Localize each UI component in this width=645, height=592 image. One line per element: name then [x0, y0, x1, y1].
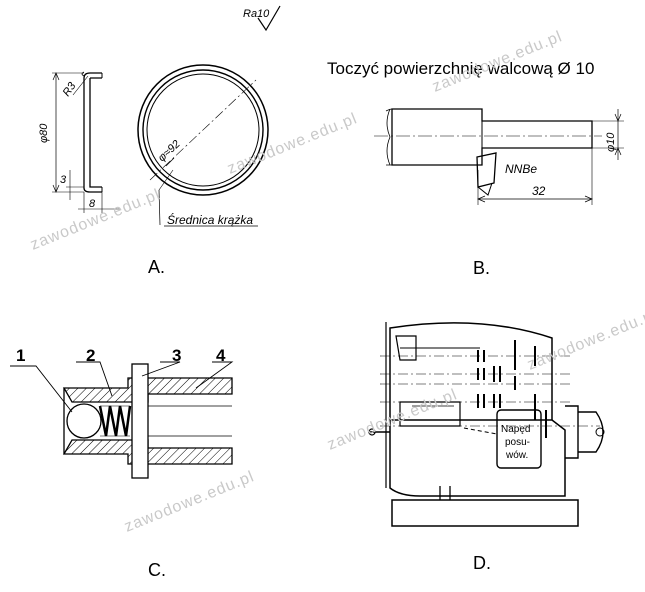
- feed-box-line-1: Napęd: [501, 424, 530, 435]
- cup-section: [52, 71, 120, 213]
- panel-c-drawing: 1 2 3 4: [10, 346, 234, 479]
- part-label-1: 1: [16, 346, 25, 365]
- caption-a: A.: [148, 257, 166, 277]
- disc-diameter-label: φ≈92: [156, 138, 183, 164]
- part-label-2: 2: [86, 346, 95, 365]
- dim-8-label: 8: [89, 198, 96, 210]
- disc-view: [137, 64, 269, 226]
- part-label-3: 3: [172, 346, 181, 365]
- instruction-text: Toczyć powierzchnię walcową Ø 10: [327, 59, 595, 78]
- tool-label: NNBe: [505, 162, 537, 176]
- caption-c: C.: [148, 560, 166, 580]
- caption-b: B.: [473, 258, 491, 278]
- radius-label: R3: [61, 80, 79, 99]
- caption-d: D.: [473, 553, 491, 573]
- panel-d-drawing: Napęd posu- wów.: [368, 322, 605, 527]
- panel-a-drawing: Ra10 R3 φ80 3 8 φ≈92 Średnica krążk: [38, 5, 281, 227]
- roughness-symbol: [257, 5, 281, 32]
- panel-b-drawing: φ10 NNBe 32: [374, 108, 624, 205]
- length-label: 32: [532, 184, 546, 198]
- feed-box-line-3: wów.: [505, 450, 528, 461]
- feed-box-line-2: posu-: [505, 437, 530, 448]
- part-label-4: 4: [216, 346, 226, 365]
- disc-label: Średnica krążka: [167, 212, 253, 227]
- dim-3-label: 3: [60, 174, 67, 186]
- diameter-10-label: φ10: [605, 132, 617, 152]
- roughness-label: Ra10: [243, 8, 270, 20]
- diameter-80-label: φ80: [38, 123, 50, 143]
